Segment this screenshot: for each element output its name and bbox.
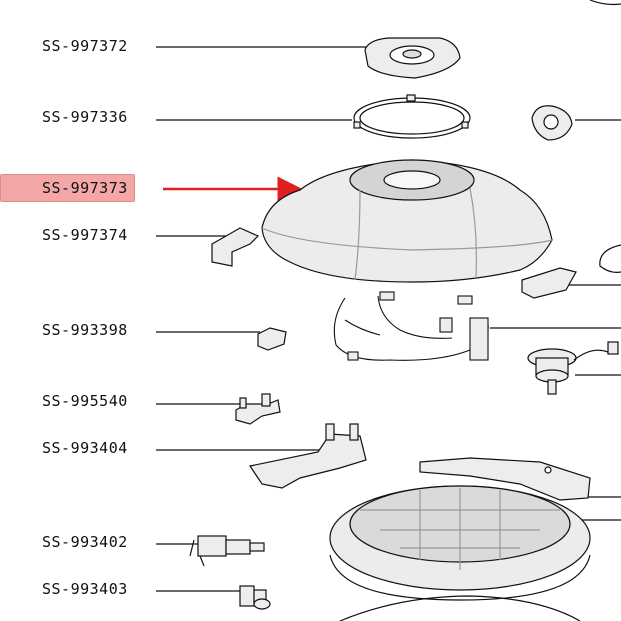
part-label-ss-993403[interactable]: SS-993403 [42,580,128,598]
part-ss-997372-cap [364,37,461,79]
part-label-ss-997374[interactable]: SS-997374 [42,226,128,244]
part-label-ss-993398[interactable]: SS-993398 [42,321,128,339]
leader-lines [156,46,621,592]
part-partial-top-right [589,0,621,6]
part-ss-993404-bracket [249,423,367,489]
part-ss-993398-switch [257,327,287,351]
part-ss-997336-ring [353,94,471,139]
part-bracket-right [521,267,577,299]
part-base [329,485,591,601]
part-plate [419,457,591,501]
part-wiring-harness [333,291,489,361]
part-label-ss-993402[interactable]: SS-993402 [42,533,128,551]
part-ss-993402 [189,535,265,567]
part-label-ss-995540[interactable]: SS-995540 [42,392,128,410]
part-ss-993403 [239,585,271,610]
part-valve [531,105,573,141]
part-label-ss-993404[interactable]: SS-993404 [42,439,128,457]
part-motor [527,341,619,395]
part-ss-997373-lid [261,159,553,283]
part-label-ss-997336[interactable]: SS-997336 [42,108,128,126]
part-label-ss-997373[interactable]: SS-997373 [0,174,135,202]
part-gasket-edge [599,244,621,273]
part-ss-995540 [235,393,281,425]
part-base-lower-rim [339,595,581,621]
part-ss-997374-bracket [211,227,260,267]
part-label-ss-997372[interactable]: SS-997372 [42,37,128,55]
